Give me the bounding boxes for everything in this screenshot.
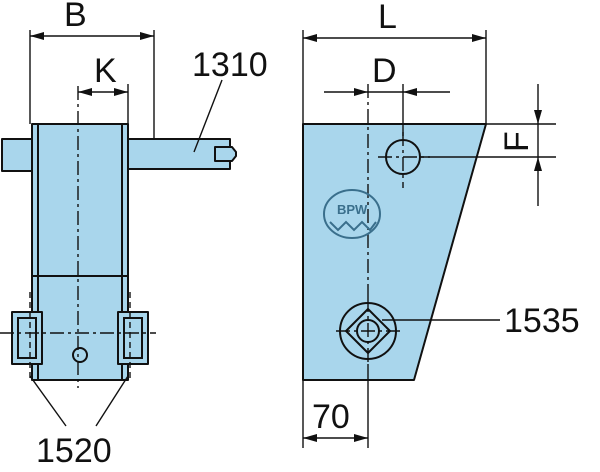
- dim-d-label: D: [372, 52, 397, 90]
- dim-70-label: 70: [312, 398, 350, 436]
- pin-tip: [214, 146, 237, 162]
- part-1535-label: 1535: [504, 302, 580, 340]
- bracket-body-upper: [31, 123, 129, 277]
- front-view: BPW L D F 70 1535: [302, 0, 580, 448]
- dim-b-label: B: [64, 0, 87, 34]
- dim-f-label: F: [498, 131, 536, 152]
- bushing-left: [11, 311, 43, 365]
- svg-text:BPW: BPW: [337, 202, 368, 217]
- side-view: B K 1310 1520: [0, 0, 268, 470]
- left-stub: [1, 138, 35, 172]
- part-1310-label: 1310: [192, 46, 268, 84]
- bpw-logo: BPW: [323, 189, 381, 239]
- bushing-right: [117, 311, 149, 365]
- dim-k-label: K: [94, 52, 117, 90]
- part-1520-label: 1520: [36, 432, 112, 470]
- small-hole: [72, 347, 88, 363]
- dim-l-label: L: [378, 0, 397, 36]
- bracket-body-lower: [31, 275, 129, 381]
